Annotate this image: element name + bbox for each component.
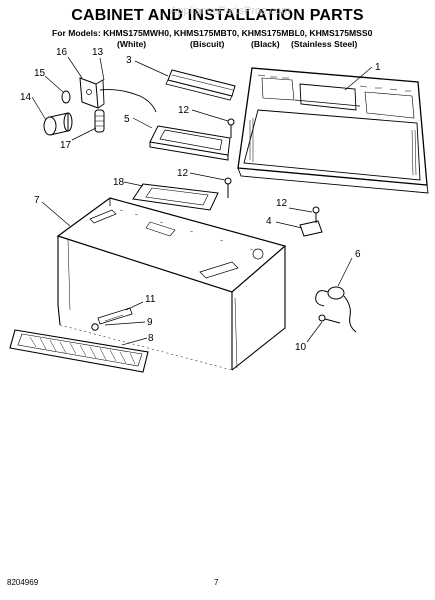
callout-16: 16 bbox=[56, 47, 68, 58]
callout-4: 4 bbox=[266, 216, 272, 227]
callout-17: 17 bbox=[60, 140, 72, 151]
models-line: For Models: KHMS175MWH0, KHMS175MBT0, KH… bbox=[52, 28, 373, 38]
part-spring bbox=[94, 109, 105, 133]
part-front-panel bbox=[237, 67, 429, 194]
part-knob bbox=[43, 112, 73, 136]
callout-12-b: 12 bbox=[177, 168, 189, 179]
callout-3: 3 bbox=[126, 55, 132, 66]
part-wire bbox=[99, 89, 157, 113]
callout-1: 1 bbox=[375, 62, 381, 73]
callout-8: 8 bbox=[148, 333, 154, 344]
part-washer bbox=[61, 90, 71, 104]
callout-9: 9 bbox=[147, 317, 153, 328]
part-top-bracket bbox=[149, 125, 231, 161]
part-screw bbox=[318, 314, 341, 324]
part-screw bbox=[227, 118, 235, 138]
watermark: AppliancePartsPros.com bbox=[170, 5, 291, 17]
part-clip bbox=[91, 307, 133, 331]
callout-13: 13 bbox=[92, 47, 104, 58]
part-front-trim bbox=[9, 329, 149, 373]
part-plate bbox=[132, 183, 219, 211]
callout-10: 10 bbox=[295, 342, 307, 353]
callout-18: 18 bbox=[113, 177, 125, 188]
finish-stainless-steel: (Stainless Steel) bbox=[291, 39, 358, 49]
callout-11: 11 bbox=[145, 294, 156, 305]
callout-15: 15 bbox=[34, 68, 46, 79]
page-number: 7 bbox=[214, 578, 219, 587]
callout-12-a: 12 bbox=[178, 105, 190, 116]
finish-white: (White) bbox=[117, 39, 147, 49]
page-title: CABINET AND INSTALLATION PARTS bbox=[71, 7, 364, 24]
finish-biscuit: (Biscuit) bbox=[190, 39, 225, 49]
callout-6: 6 bbox=[355, 249, 361, 260]
part-thermal-cutout bbox=[315, 286, 357, 333]
callout-5: 5 bbox=[124, 114, 130, 125]
callout-12-c: 12 bbox=[276, 198, 288, 209]
part-hinge bbox=[79, 77, 105, 109]
part-small-bracket bbox=[299, 220, 323, 237]
callout-7: 7 bbox=[34, 195, 40, 206]
part-screw bbox=[224, 177, 232, 198]
part-vent-strip bbox=[165, 69, 236, 101]
document-number: 8204969 bbox=[7, 578, 39, 587]
callout-14: 14 bbox=[20, 92, 32, 103]
part-cabinet bbox=[56, 197, 287, 371]
finish-black: (Black) bbox=[251, 39, 280, 49]
